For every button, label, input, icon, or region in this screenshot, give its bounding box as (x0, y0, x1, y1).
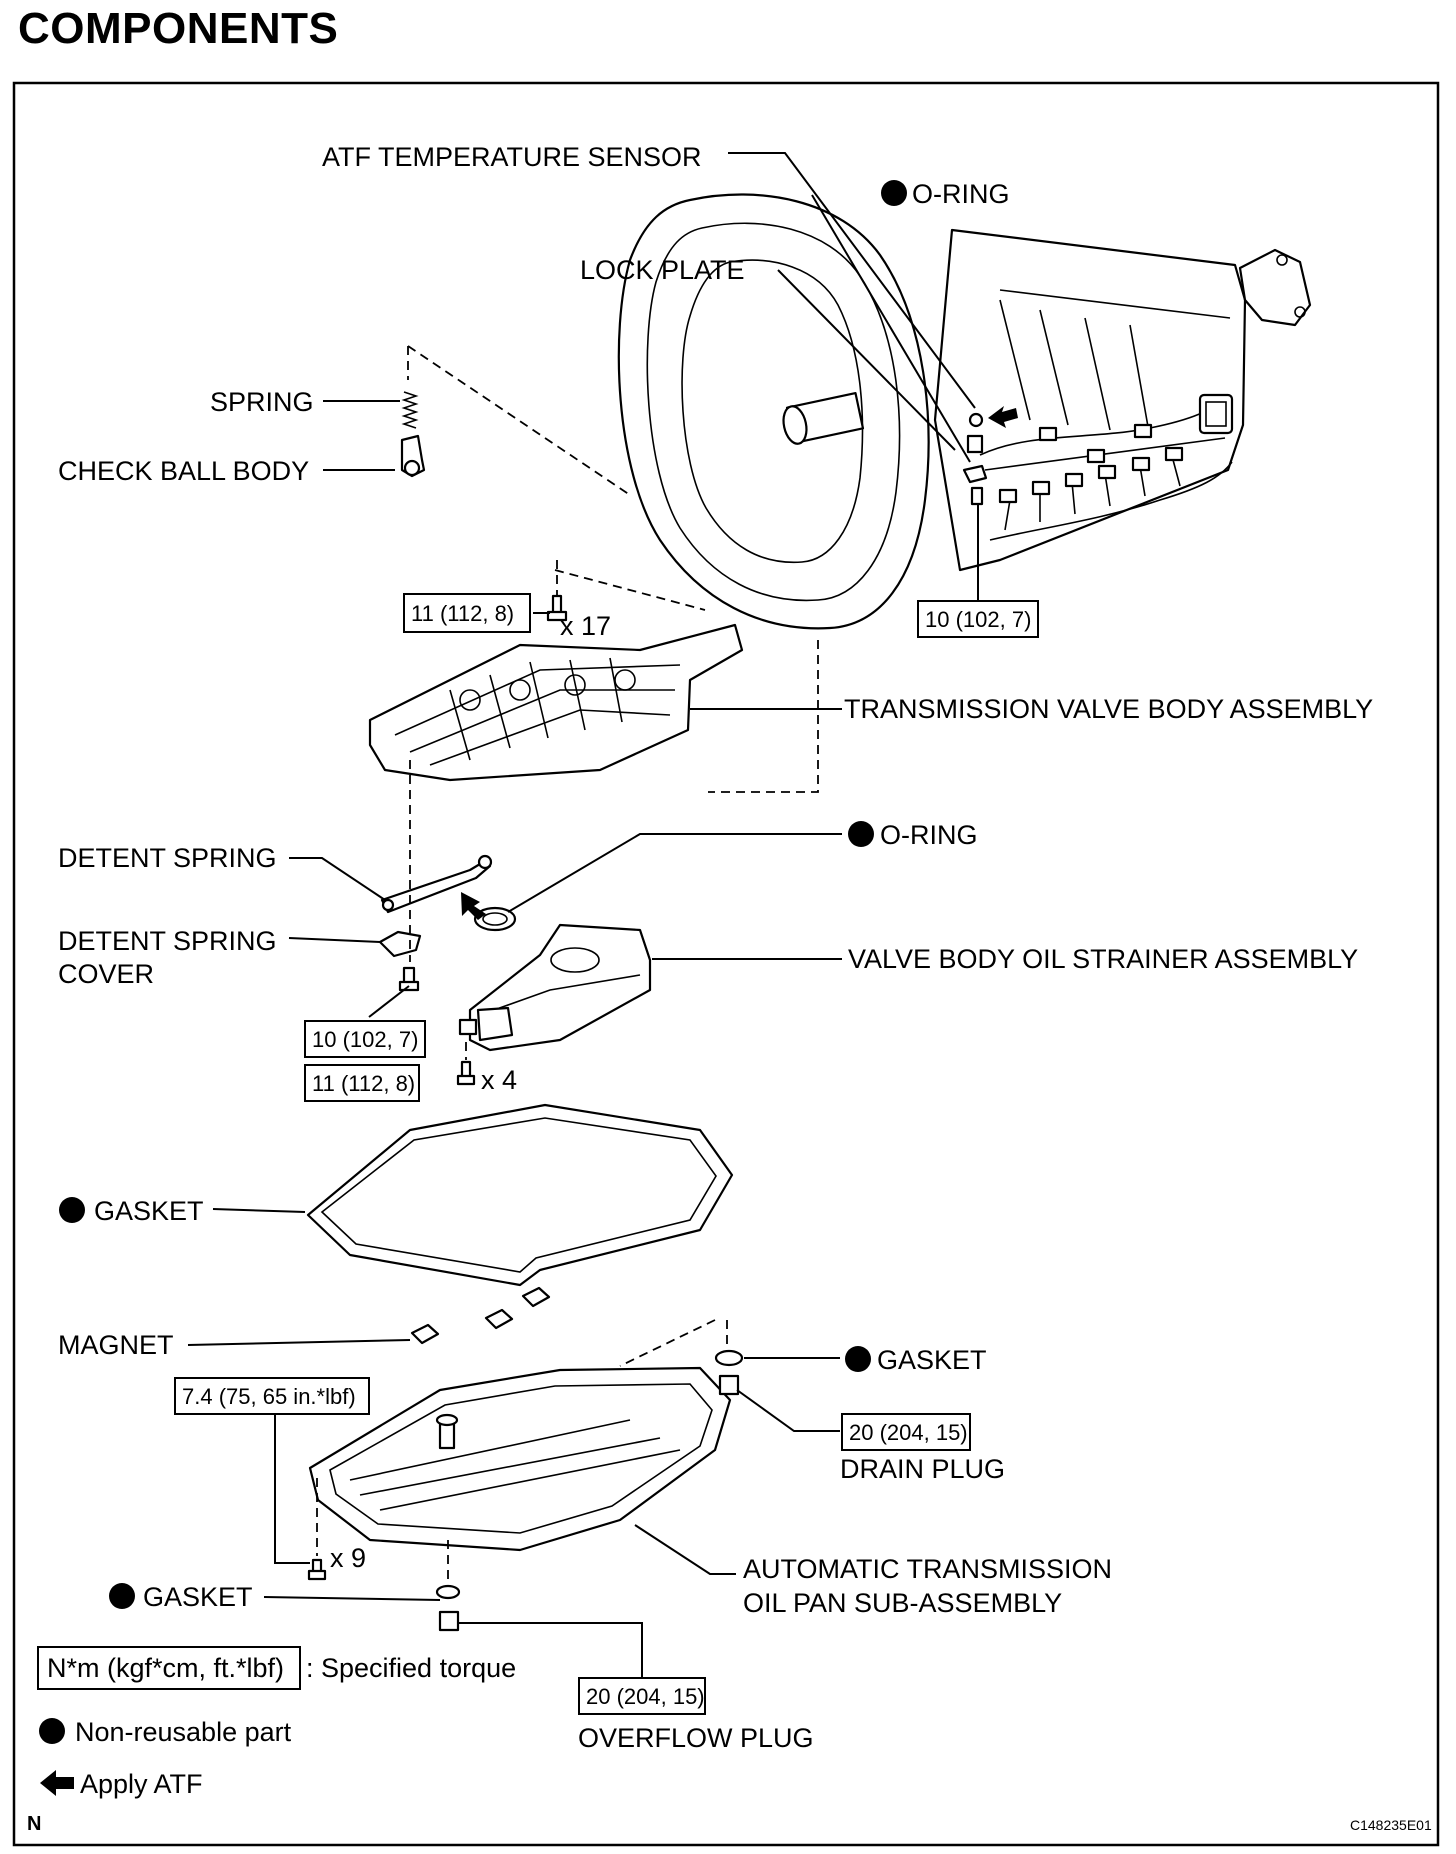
torque-valve-body-bolt: 11 (112, 8) (411, 601, 514, 626)
legend-apply-atf: Apply ATF (80, 1769, 203, 1799)
diagram-frame (12, 81, 1440, 1847)
leader-lines (187, 152, 979, 1678)
label-transmission-valve-body-assembly: TRANSMISSION VALVE BODY ASSEMBLY (844, 694, 1373, 724)
spring-checkball-illustration (400, 391, 426, 478)
valve-body-oil-strainer-illustration (458, 923, 652, 1052)
legend-torque-box: N*m (kgf*cm, ft.*lbf) (47, 1653, 284, 1683)
label-lock-plate: LOCK PLATE (580, 255, 745, 285)
torque-drain-plug: 20 (204, 15) (849, 1420, 968, 1445)
label-o-ring-mid: O-RING (880, 820, 978, 850)
legend-non-reusable: Non-reusable part (75, 1717, 292, 1747)
torque-box-strainer: 11 (112, 8) (304, 1064, 420, 1102)
torque-box-valve-body: 11 (112, 8) (403, 593, 531, 633)
label-atf-temperature-sensor: ATF TEMPERATURE SENSOR (322, 142, 702, 172)
transmission-case-illustration (617, 193, 1312, 630)
label-oil-pan-sub-assembly-line2: OIL PAN SUB-ASSEMBLY (743, 1588, 1062, 1618)
drain-gasket-illustration (714, 1349, 744, 1367)
torque-box-sensor: 10 (102, 7) (917, 600, 1039, 638)
valve-body-illustration (368, 594, 744, 782)
label-detent-spring: DETENT SPRING (58, 843, 277, 873)
torque-box-detent-cover: 10 (102, 7) (304, 1020, 426, 1058)
label-detent-spring-cover-line2: COVER (58, 959, 154, 989)
oil-pan-illustration (308, 1366, 732, 1552)
legend-arrow-icon (40, 1770, 74, 1796)
torque-overflow-plug: 20 (204, 15) (586, 1684, 705, 1709)
torque-strainer-bolt: 11 (112, 8) (312, 1071, 415, 1096)
label-gasket-drain: GASKET (877, 1345, 987, 1375)
label-o-ring-top: O-RING (912, 179, 1010, 209)
non-reusable-bullet (109, 1583, 135, 1609)
torque-box-overflow-plug: 20 (204, 15) (578, 1677, 706, 1715)
torque-oil-pan-bolt: 7.4 (75, 65 in.*lbf) (182, 1384, 356, 1409)
label-check-ball-body: CHECK BALL BODY (58, 456, 309, 486)
non-reusable-bullet (881, 180, 907, 206)
torque-box-oil-pan: 7.4 (75, 65 in.*lbf) (174, 1377, 370, 1415)
label-detent-spring-cover: DETENT SPRING (58, 926, 277, 956)
qty-oil-pan-bolts: x 9 (330, 1543, 366, 1573)
torque-sensor-bolt: 10 (102, 7) (925, 607, 1031, 632)
diagram-code: C148235E01 (1350, 1817, 1432, 1833)
label-drain-plug: DRAIN PLUG (840, 1454, 1005, 1484)
legend: N*m (kgf*cm, ft.*lbf) : Specified torque… (37, 1646, 516, 1799)
non-reusable-bullet (59, 1197, 85, 1223)
detent-spring-illustration (378, 854, 493, 992)
non-reusable-bullet (845, 1346, 871, 1372)
pan-gasket-illustration (306, 1103, 734, 1287)
magnet-illustration (410, 1323, 440, 1345)
label-spring: SPRING (210, 387, 314, 417)
label-valve-body-oil-strainer-assembly: VALVE BODY OIL STRAINER ASSEMBLY (848, 944, 1358, 974)
overflow-plug-illustration (438, 1610, 460, 1632)
qty-strainer-bolts: x 4 (481, 1065, 517, 1095)
label-gasket-overflow: GASKET (143, 1582, 253, 1612)
label-gasket-pan: GASKET (94, 1196, 204, 1226)
overflow-gasket-illustration (435, 1584, 461, 1600)
label-overflow-plug: OVERFLOW PLUG (578, 1723, 814, 1753)
legend-torque-text: : Specified torque (306, 1653, 516, 1683)
label-oil-pan-sub-assembly: AUTOMATIC TRANSMISSION (743, 1554, 1112, 1584)
torque-detent-cover-bolt: 10 (102, 7) (312, 1027, 418, 1052)
torque-box-drain-plug: 20 (204, 15) (841, 1413, 971, 1451)
north-mark: N (27, 1813, 41, 1835)
qty-valve-body-bolts: x 17 (560, 611, 611, 641)
non-reusable-bullet (848, 821, 874, 847)
drain-plug-illustration (718, 1374, 740, 1396)
legend-bullet-icon (39, 1718, 65, 1744)
page-title: COMPONENTS (18, 4, 339, 53)
alignment-lines (316, 345, 819, 1582)
label-magnet: MAGNET (58, 1330, 174, 1360)
